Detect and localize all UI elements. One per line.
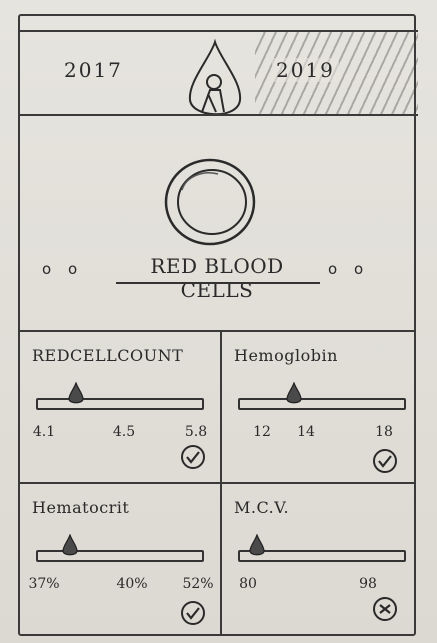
- tick-label: 98: [359, 576, 377, 592]
- metric-title: Hemoglobin: [234, 346, 338, 365]
- slider-track: [238, 398, 406, 410]
- slider-tick-labels: 4.1 4.5 5.8: [32, 424, 208, 444]
- check-circle-icon[interactable]: [372, 448, 398, 474]
- tick-label: 12: [253, 424, 271, 440]
- slider-thumb-drop-icon[interactable]: [67, 382, 85, 406]
- slider-tick-labels: 80 98: [234, 576, 410, 596]
- range-slider[interactable]: [36, 534, 204, 570]
- tick-label: 80: [239, 576, 257, 592]
- tick-label: 4.1: [32, 424, 56, 440]
- range-slider[interactable]: [238, 382, 406, 418]
- metric-card-red-cell-count[interactable]: REDCELLCOUNT 4.1 4.5 5.8: [20, 332, 220, 482]
- year-header: 2017 2019: [20, 30, 418, 116]
- tick-label: 37%: [28, 576, 60, 592]
- slider-track: [36, 550, 204, 562]
- grid-divider-horizontal: [20, 482, 414, 484]
- slider-track: [238, 550, 406, 562]
- pager-dots-left[interactable]: o o: [42, 260, 84, 278]
- slider-tick-labels: 37% 40% 52%: [28, 576, 213, 596]
- phone-frame: 2017 2019 o o RED BLOOD CELLS o o REDCEL…: [18, 14, 418, 636]
- year-tab-2019[interactable]: 2019: [272, 58, 339, 82]
- tick-label: 52%: [182, 576, 214, 592]
- slider-tick-labels: 12 14 18: [234, 424, 410, 444]
- metric-card-mcv[interactable]: M.C.V. 80 98: [222, 484, 422, 634]
- red-blood-cell-icon: [164, 158, 256, 246]
- slider-thumb-drop-icon[interactable]: [285, 382, 303, 406]
- tick-label: 40%: [116, 576, 148, 592]
- pager-dots-right[interactable]: o o: [328, 260, 370, 278]
- check-circle-icon[interactable]: [180, 600, 206, 626]
- metric-card-hemoglobin[interactable]: Hemoglobin 12 14 18: [222, 332, 422, 482]
- tick-label: 4.5: [112, 424, 136, 440]
- tick-label: 18: [375, 424, 393, 440]
- slider-thumb-drop-icon[interactable]: [61, 534, 79, 558]
- metric-title: Hematocrit: [32, 498, 130, 517]
- metric-title: REDCELLCOUNT: [32, 346, 184, 365]
- grid-divider-vertical: [220, 332, 222, 636]
- metric-title: M.C.V.: [234, 498, 290, 517]
- year-tab-2017[interactable]: 2017: [64, 58, 123, 82]
- title-underline: [116, 282, 320, 284]
- section-title-row: o o RED BLOOD CELLS o o: [20, 248, 418, 302]
- tick-label: 5.8: [184, 424, 208, 440]
- section-title: RED BLOOD CELLS: [150, 254, 284, 302]
- blood-drop-person-icon: [188, 38, 242, 114]
- range-slider[interactable]: [238, 534, 406, 570]
- slider-track: [36, 398, 204, 410]
- tick-label: 14: [297, 424, 315, 440]
- check-circle-icon[interactable]: [180, 444, 206, 470]
- warning-circle-icon[interactable]: [372, 596, 398, 622]
- metric-card-hematocrit[interactable]: Hematocrit 37% 40% 52%: [20, 484, 220, 634]
- slider-thumb-drop-icon[interactable]: [248, 534, 266, 558]
- range-slider[interactable]: [36, 382, 204, 418]
- metrics-grid: REDCELLCOUNT 4.1 4.5 5.8 Hemoglobin 12 14 18 H…: [20, 330, 414, 636]
